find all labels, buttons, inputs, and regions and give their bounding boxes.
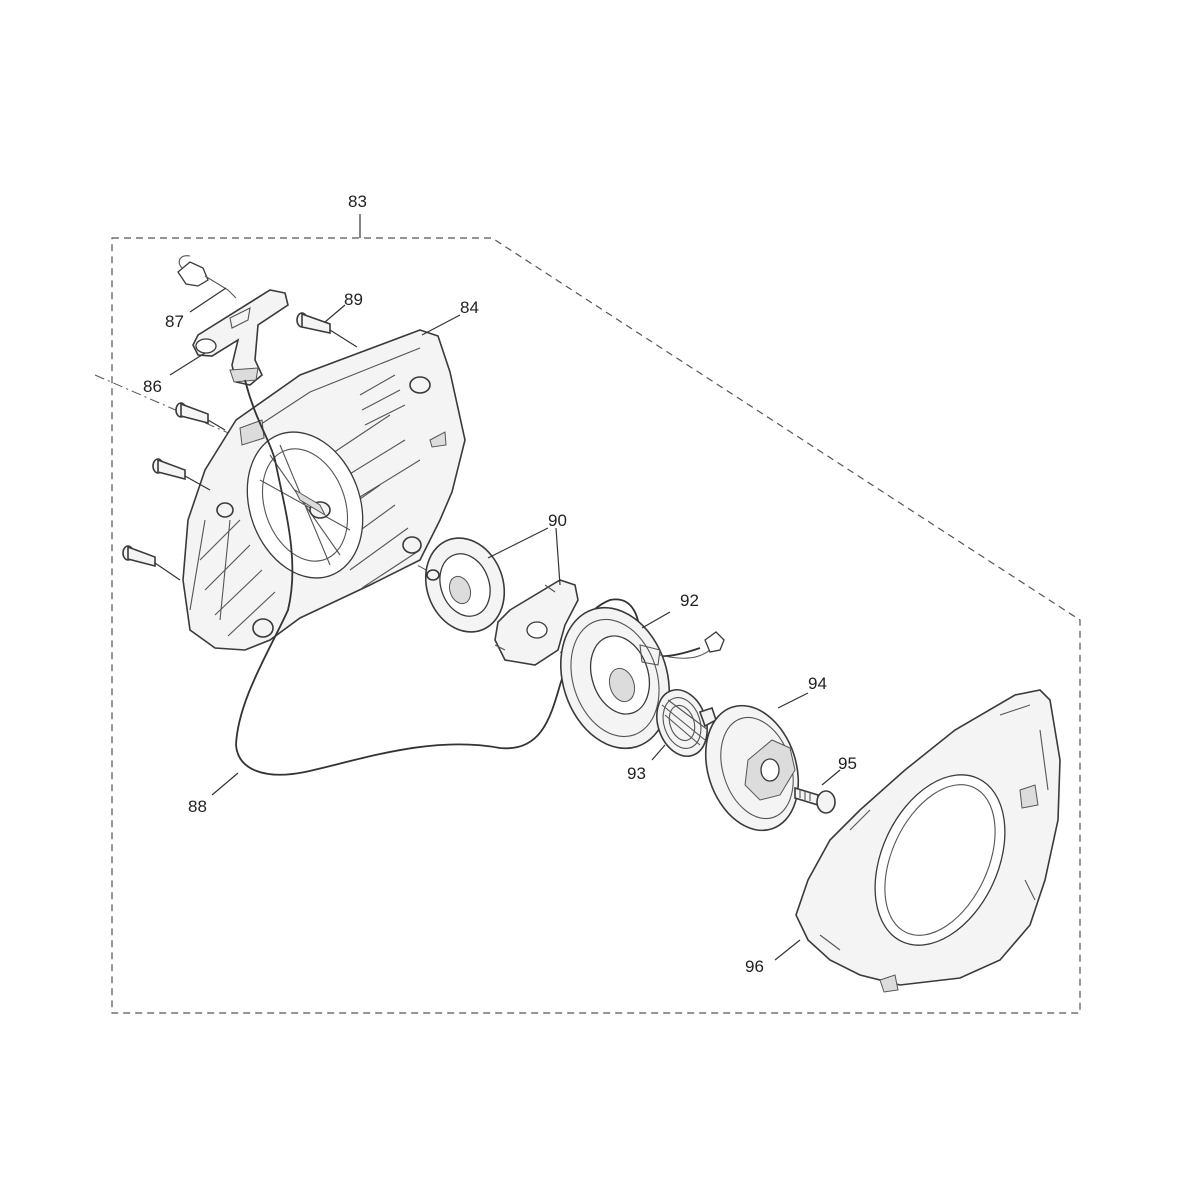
leader-93 <box>651 744 666 761</box>
leader-92 <box>641 611 671 629</box>
fan-cover <box>795 689 1061 993</box>
leader-94 <box>777 692 809 709</box>
callout-83: 83 <box>348 192 367 211</box>
housing-screws <box>122 312 358 581</box>
callout-92: 92 <box>680 591 699 610</box>
assembly-boundary <box>111 237 1081 1014</box>
assembly-axis <box>94 374 241 439</box>
starter-rope <box>235 379 701 776</box>
callout-96: 96 <box>745 957 764 976</box>
leader-84 <box>421 314 461 336</box>
starter-cup <box>704 704 800 832</box>
leader-86 <box>169 352 206 376</box>
rope-pulley <box>559 606 725 750</box>
return-spring <box>656 689 717 757</box>
callout-89: 89 <box>344 290 363 309</box>
leader-90 <box>487 527 561 586</box>
leader-89 <box>324 304 346 323</box>
leader-95 <box>821 769 841 786</box>
leader-88 <box>211 772 239 796</box>
callout-88: 88 <box>188 797 207 816</box>
handle-clip <box>177 255 237 299</box>
callout-87: 87 <box>165 312 184 331</box>
pawl-spring-set <box>424 537 579 666</box>
callout-90: 90 <box>548 511 567 530</box>
leader-87 <box>189 287 227 313</box>
callout-95: 95 <box>838 754 857 773</box>
center-screw <box>794 786 836 814</box>
callout-84: 84 <box>460 298 479 317</box>
callout-86: 86 <box>143 377 162 396</box>
callout-94: 94 <box>808 674 827 693</box>
starter-handle <box>192 289 289 386</box>
leader-96 <box>774 939 801 961</box>
starter-housing <box>182 329 466 651</box>
callout-93: 93 <box>627 764 646 783</box>
